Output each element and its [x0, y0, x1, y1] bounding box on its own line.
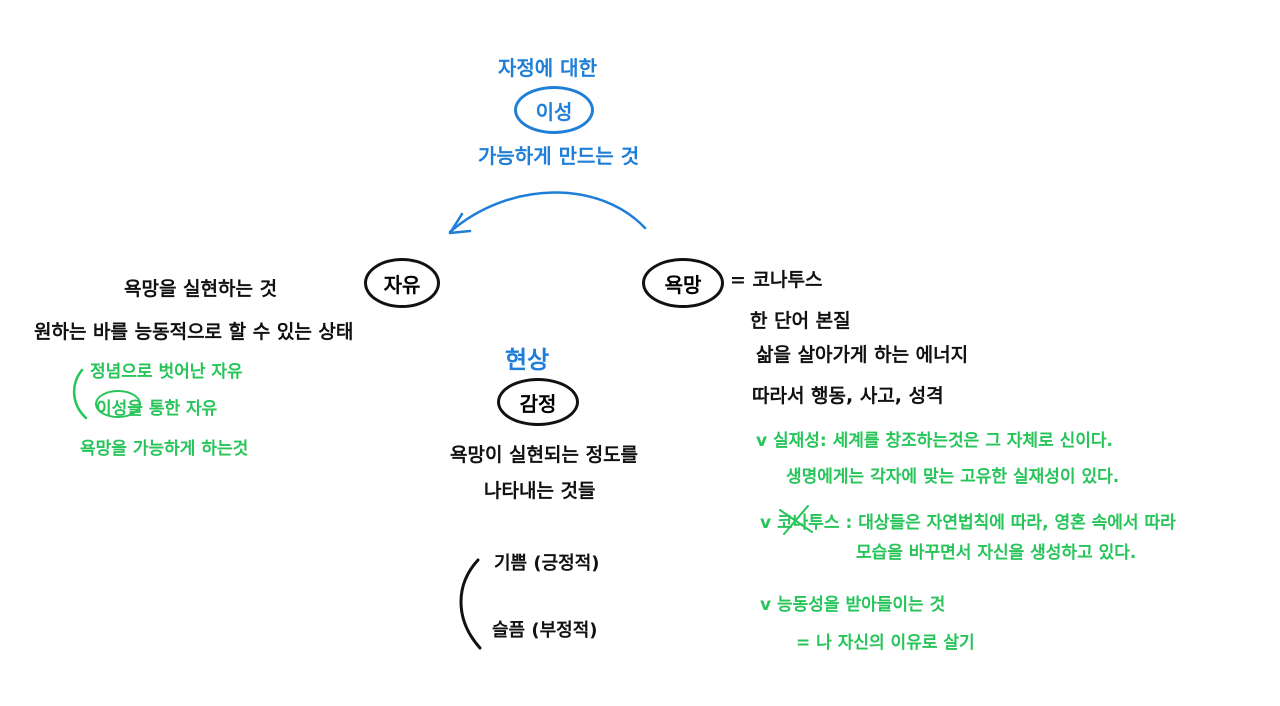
middle-node-label: 감정: [519, 391, 557, 416]
left-green-bracket: [73, 368, 88, 420]
right-green-item-4: 모습을 바꾸면서 자신을 생성하고 있다.: [856, 543, 1137, 563]
curved-arrow-line: [448, 191, 647, 234]
left-line2: 원하는 바를 능동적으로 할 수 있는 상태: [34, 321, 354, 343]
right-green-item-2: 생명에게는 각자에 맞는 고유한 실재성이 있다.: [786, 467, 1120, 487]
right-node-label: 욕망: [664, 272, 702, 297]
right-green-item-5: v 능동성을 받아들이는 것: [760, 595, 946, 615]
middle-line2: 나타내는 것들: [484, 480, 596, 502]
right-green-item-6: = 나 자신의 이유로 살기: [796, 633, 975, 653]
right-line-1: 한 단어 본질: [750, 310, 851, 332]
left-node-label: 자유: [383, 272, 421, 297]
right-line-3: 따라서 행동, 사고, 성격: [752, 385, 944, 407]
right-equals: = 코나투스: [730, 269, 823, 291]
right-line-2: 삶을 살아가게 하는 에너지: [756, 344, 969, 366]
right-green-item-1: v 실재성: 세계를 창조하는것은 그 자체로 신이다.: [756, 431, 1114, 451]
big-bracket: [459, 558, 482, 650]
right-green-item-3: v 코나투스 : 대상들은 자연법칙에 따라, 영혼 속에서 따라: [760, 513, 1176, 533]
top-line1: 자정에 대한: [498, 56, 597, 80]
left-node-circle: 자유: [364, 258, 440, 308]
left-green-line-3: 욕망을 가능하게 하는것: [80, 439, 249, 459]
top-center-node: 이성: [514, 86, 594, 134]
middle-line1: 욕망이 실현되는 정도를: [450, 444, 639, 466]
bracket-item-2: 슬픔 (부정적): [492, 620, 598, 641]
bracket-item-1: 기쁨 (긍정적): [494, 553, 600, 574]
top-center-word: 이성: [535, 99, 573, 124]
top-line3: 가능하게 만드는 것: [478, 144, 640, 168]
right-node-circle: 욕망: [642, 258, 724, 308]
left-green-line-2: 이성을 통한 자유: [96, 399, 218, 419]
arrow-head: [448, 212, 472, 235]
left-line1: 욕망을 실현하는 것: [124, 278, 278, 300]
middle-node-circle: 감정: [497, 378, 579, 426]
left-green-line-1: 정념으로 벗어난 자유: [90, 362, 243, 382]
middle-heading: 현상: [505, 346, 550, 374]
